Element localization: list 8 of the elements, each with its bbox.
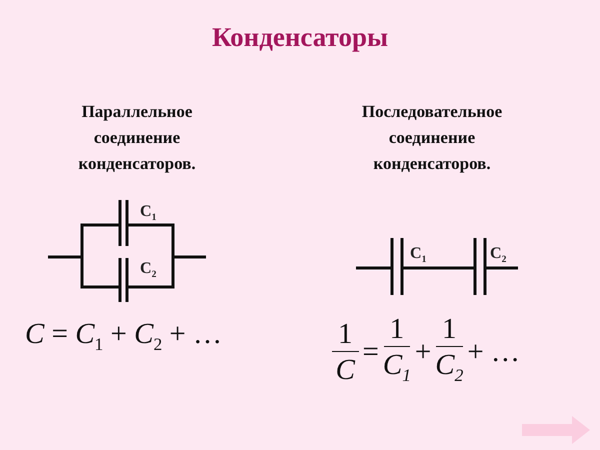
circuit-heading: Параллельное соединение конденсаторов. [77,101,197,175]
circuit-heading: Последовательное соединение конденсаторов. [360,101,504,175]
capacitor-label: C$_{2}$ [140,260,156,280]
title: Конденсаторы [210,22,390,53]
capacitor-label: C$_{1}$ [410,245,426,266]
capacitor-label: C$_{1}$ [140,203,156,224]
capacitor-label: C$_{2}$ [490,245,506,266]
parallel-formula: C = C$_{1}$ + C$_{2}$ + … [25,318,222,355]
